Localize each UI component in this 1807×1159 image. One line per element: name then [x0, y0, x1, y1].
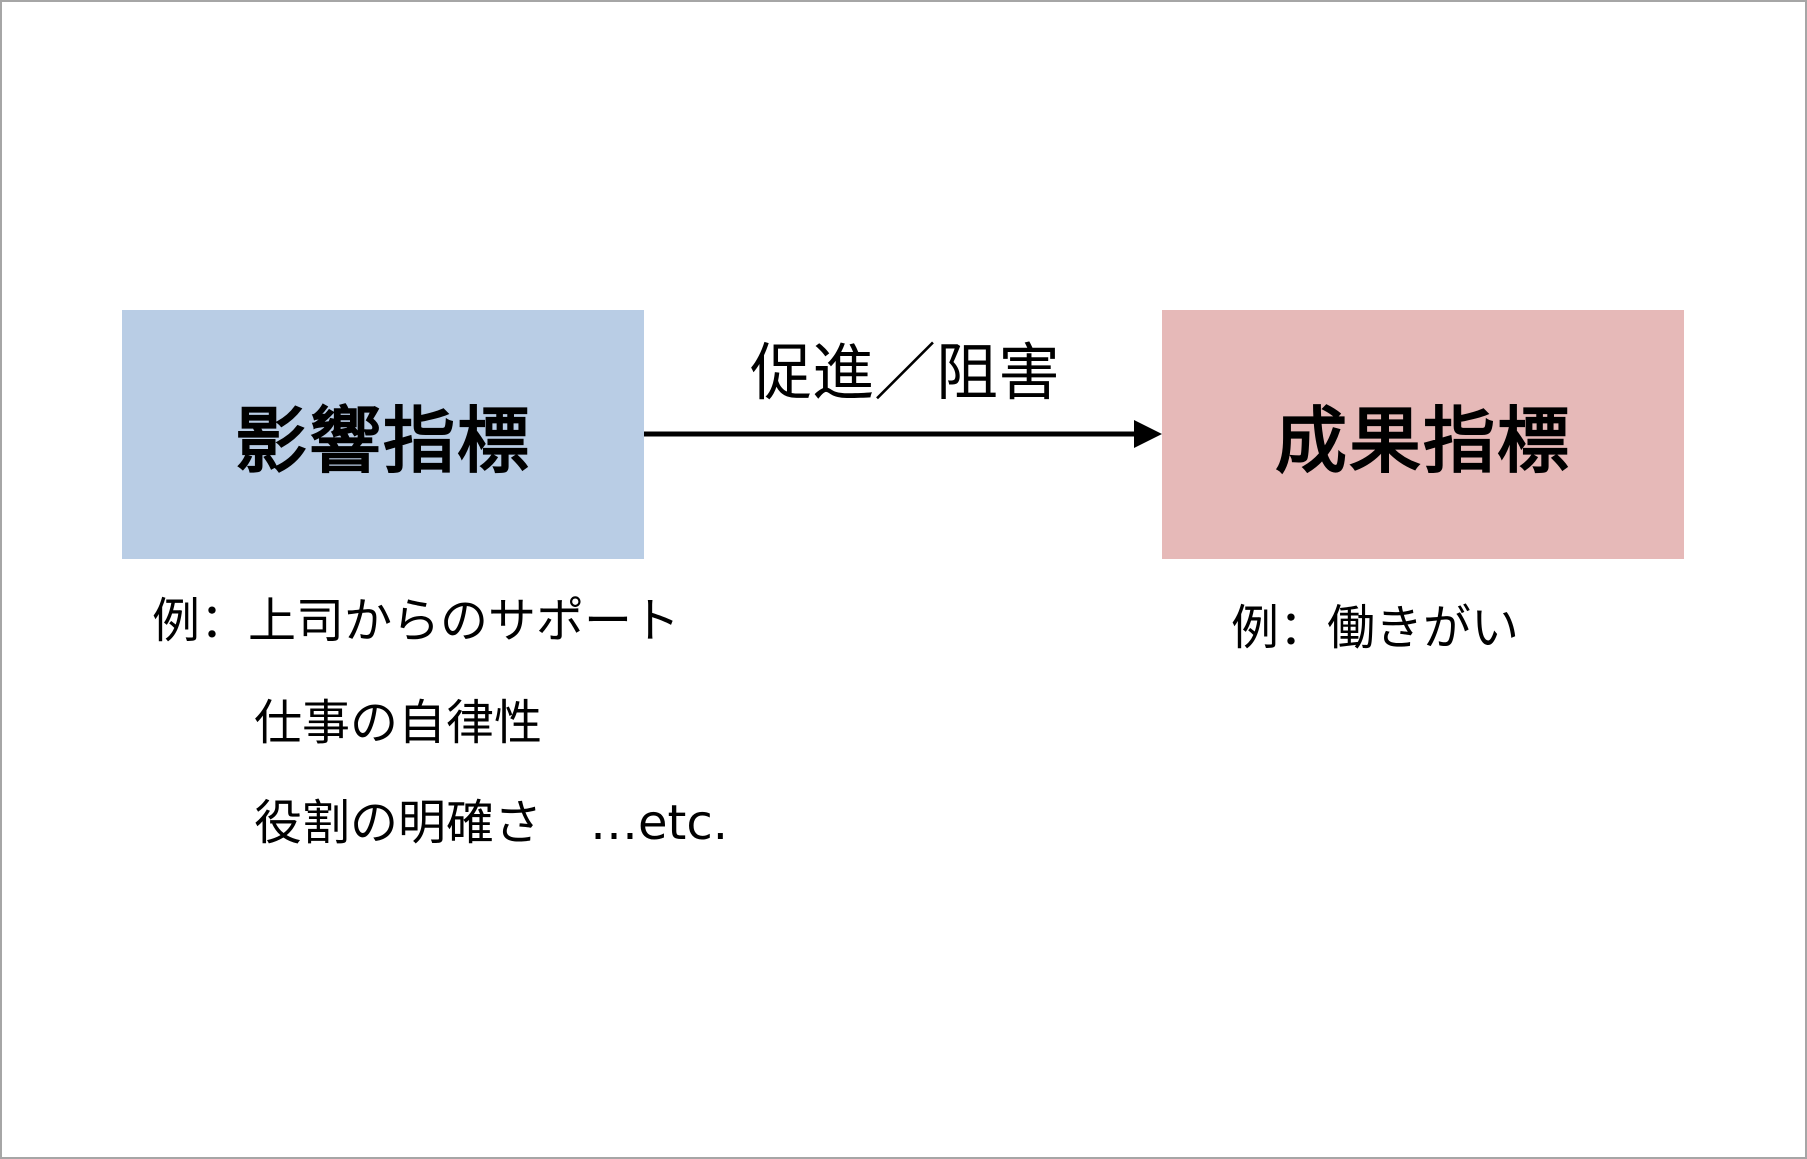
outcome-indicator-box: 成果指標	[1162, 310, 1684, 559]
outcome-example: 例：働きがい	[1231, 600, 1520, 656]
influence-example-2: 仕事の自律性	[254, 695, 543, 751]
influence-indicator-title: 影響指標	[234, 399, 531, 483]
influence-indicator-box: 影響指標	[122, 310, 644, 559]
relation-label: 促進／阻害	[749, 336, 1060, 409]
influence-example-3: 役割の明確さ …etc.	[254, 795, 729, 851]
influence-example-1: 例：上司からのサポート	[152, 593, 681, 649]
outcome-indicator-title: 成果指標	[1274, 399, 1571, 483]
